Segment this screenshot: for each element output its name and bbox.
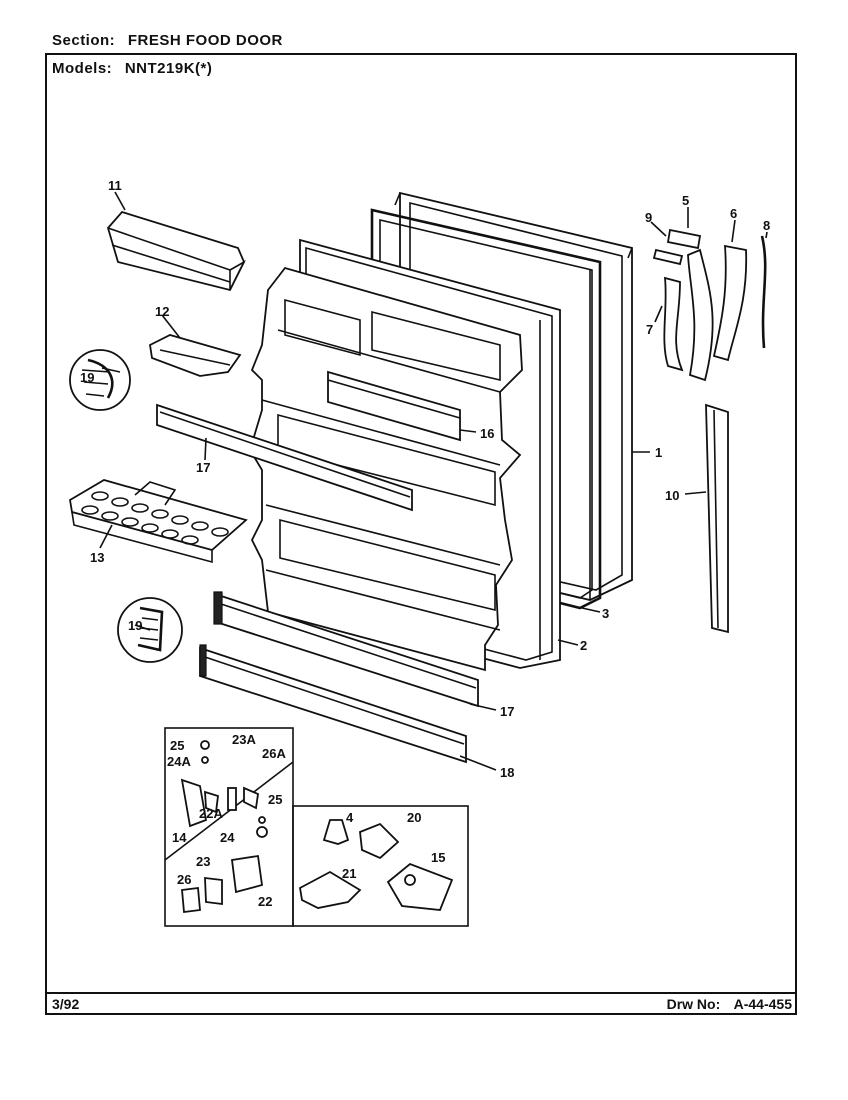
callout-14: 14	[172, 830, 187, 845]
hinge-parts	[652, 228, 767, 382]
drawing-number: A-44-455	[733, 996, 792, 1012]
callout-26: 26	[177, 872, 191, 887]
drawing-number-block: Drw No: A-44-455	[667, 996, 792, 1012]
callout-17-upper: 17	[196, 460, 210, 475]
callout-4: 4	[346, 810, 354, 825]
door-strip	[705, 403, 729, 634]
models-value: NNT219K(*)	[124, 60, 213, 77]
models-label: Models:	[52, 60, 113, 77]
callout-24a: 24A	[167, 754, 191, 769]
callout-23: 23	[196, 854, 210, 869]
callout-9: 9	[645, 210, 652, 225]
callout-24: 24	[220, 830, 235, 845]
callout-13: 13	[90, 550, 104, 565]
callout-6: 6	[730, 206, 737, 221]
detail-circle-upper	[69, 349, 131, 411]
section-value: FRESH FOOD DOOR	[127, 32, 283, 49]
callout-17-lower: 17	[500, 704, 514, 719]
hinge-inset-box	[164, 727, 294, 927]
dairy-compartment	[106, 210, 246, 292]
callout-19-lower: 19	[128, 618, 142, 633]
callout-15: 15	[431, 850, 445, 865]
footer-date: 3/92	[52, 996, 80, 1012]
section-header: Section: FRESH FOOD DOOR	[52, 32, 283, 49]
door-shelf-bar-upper	[156, 403, 413, 512]
shelf-bar-16	[327, 370, 461, 442]
callout-11: 11	[108, 178, 122, 193]
butter-tray	[149, 334, 242, 377]
callout-10: 10	[665, 488, 679, 503]
door-shelf-bar-bottom	[199, 644, 467, 764]
callout-22a: 22A	[199, 806, 223, 821]
callout-12: 12	[155, 304, 169, 319]
callout-23a: 23A	[232, 732, 256, 747]
egg-tray	[69, 479, 248, 564]
callout-3: 3	[602, 606, 609, 621]
callout-5: 5	[682, 193, 689, 208]
footer-divider	[47, 992, 797, 994]
callout-1: 1	[655, 445, 662, 460]
callout-20: 20	[407, 810, 421, 825]
callout-18: 18	[500, 765, 514, 780]
callout-8: 8	[763, 218, 770, 233]
drawing-label: Drw No:	[666, 996, 721, 1012]
section-label: Section:	[52, 32, 116, 49]
callout-7: 7	[646, 322, 653, 337]
callout-21: 21	[342, 866, 356, 881]
leader-lines	[99, 191, 768, 771]
callout-19-upper: 19	[80, 370, 94, 385]
callout-25-lower: 25	[268, 792, 282, 807]
callout-25-inset: 25	[170, 738, 184, 753]
callout-2: 2	[580, 638, 587, 653]
models-header: Models: NNT219K(*)	[52, 60, 212, 77]
callout-26a: 26A	[262, 746, 286, 761]
callout-22: 22	[258, 894, 272, 909]
hardware-inset-box	[292, 805, 469, 927]
callout-16: 16	[480, 426, 494, 441]
diagram-frame	[45, 53, 797, 1015]
liner-shelves	[249, 266, 523, 672]
